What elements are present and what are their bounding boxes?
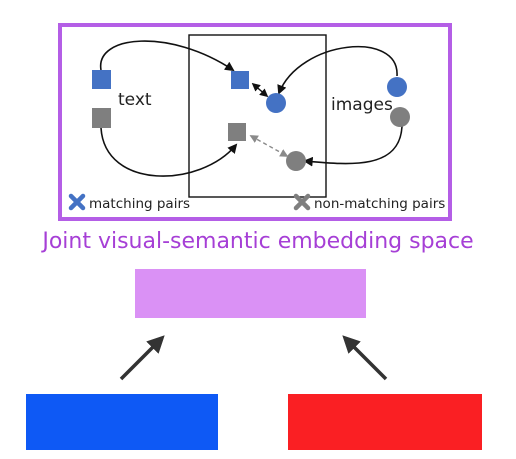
nonmatching-legend: non-matching pairs <box>293 193 445 212</box>
text-modality-label: text <box>118 90 152 110</box>
text-nonmatch-curve <box>100 127 238 177</box>
right-up-arrow <box>342 335 388 381</box>
embedded-image-match-circle <box>266 93 286 113</box>
image-match-curve <box>277 46 398 95</box>
blue-cross-icon <box>68 193 86 211</box>
matching-pairs-label: matching pairs <box>89 196 190 212</box>
nonmatch-repulsion-arrow <box>249 135 289 157</box>
text-nonmatch-square <box>92 108 111 128</box>
text-match-curve <box>100 40 235 72</box>
images-modality-label: images <box>331 95 393 115</box>
image-match-circle <box>387 77 407 97</box>
shared-space-box <box>188 34 327 198</box>
gray-cross-icon <box>293 193 311 211</box>
match-attraction-arrow <box>251 82 269 98</box>
image-encoder-block <box>288 394 482 450</box>
embedding-space-title: Joint visual-semantic embedding space <box>42 229 474 254</box>
embedded-text-nonmatch-square <box>228 123 246 141</box>
text-match-square <box>92 70 111 89</box>
image-nonmatch-circle <box>390 107 410 127</box>
embedding-space-frame <box>58 23 452 221</box>
embedded-image-nonmatch-circle <box>286 151 306 171</box>
left-up-arrow <box>119 335 165 381</box>
matching-legend: matching pairs <box>68 193 190 212</box>
joint-embedding-block <box>135 269 366 318</box>
non-matching-pairs-label: non-matching pairs <box>314 196 445 212</box>
text-encoder-block <box>26 394 218 450</box>
embedded-text-match-square <box>231 71 249 89</box>
image-nonmatch-curve <box>303 125 403 167</box>
